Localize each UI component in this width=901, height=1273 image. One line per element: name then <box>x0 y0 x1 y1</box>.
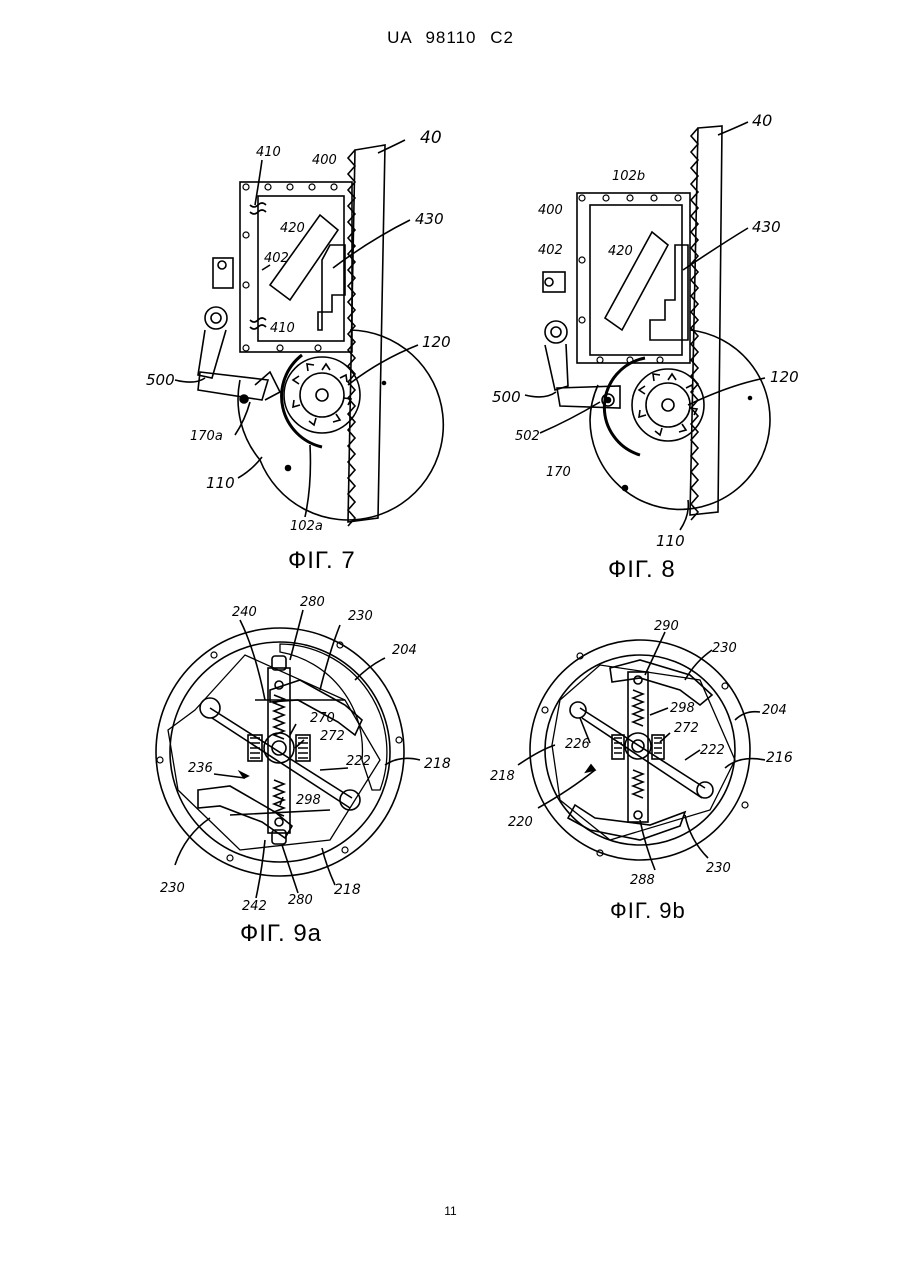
fig8-label-110: 110 <box>656 532 685 550</box>
fig9b-label-218: 218 <box>490 769 515 784</box>
fig7-caption: ФІГ. 7 <box>288 547 356 575</box>
fig7-label-402: 402 <box>264 251 289 266</box>
fig9a-label-218-bottom: 218 <box>334 882 361 898</box>
fig8-label-500: 500 <box>492 388 521 406</box>
fig7-label-430: 430 <box>415 210 444 228</box>
fig8-label-102b: 102b <box>612 169 645 184</box>
fig8-label-40: 40 <box>752 111 772 130</box>
fig9b-label-216: 216 <box>766 750 793 766</box>
fig8-label-170: 170 <box>546 465 571 480</box>
fig8-caption: ФІГ. 8 <box>608 556 676 584</box>
fig9a-label-270: 270 <box>310 711 335 726</box>
fig9b-label-230-top: 230 <box>712 641 737 656</box>
fig9a-label-236: 236 <box>188 761 213 776</box>
fig8-label-120: 120 <box>770 368 799 386</box>
fig9b-label-288: 288 <box>630 873 655 888</box>
fig9b-label-298: 298 <box>670 701 695 716</box>
figure-9a-drawing <box>156 610 420 898</box>
fig9a-label-272: 272 <box>320 729 345 744</box>
fig9b-label-272: 272 <box>674 721 699 736</box>
fig9a-caption: ФІГ. 9a <box>240 920 322 948</box>
fig9a-label-204: 204 <box>392 643 417 658</box>
fig7-label-40: 40 <box>420 128 442 148</box>
fig7-label-400: 400 <box>312 153 337 168</box>
page-number: 11 <box>0 1204 901 1218</box>
fig7-label-102a: 102a <box>290 519 323 534</box>
figure-7-drawing <box>175 140 443 526</box>
fig9a-label-242: 242 <box>242 899 267 914</box>
fig8-label-502: 502 <box>515 429 540 444</box>
fig9a-label-298: 298 <box>296 793 321 808</box>
fig8-label-402: 402 <box>538 243 563 258</box>
fig7-label-120: 120 <box>422 333 451 351</box>
fig7-label-420: 420 <box>280 221 305 236</box>
fig9a-label-280-top: 280 <box>300 595 325 610</box>
fig9b-label-222: 222 <box>700 743 725 758</box>
fig9a-label-230-bottom: 230 <box>160 881 185 896</box>
fig7-label-410b: 410 <box>270 321 295 336</box>
fig9b-label-290: 290 <box>654 619 679 634</box>
fig8-label-430: 430 <box>752 218 781 236</box>
figure-9b-drawing <box>518 632 765 870</box>
fig9b-label-220: 220 <box>508 815 533 830</box>
fig7-label-110: 110 <box>206 474 235 492</box>
fig9b-caption: ФІГ. 9b <box>610 898 686 924</box>
fig7-label-500: 500 <box>146 371 175 389</box>
fig7-label-410a: 410 <box>256 145 281 160</box>
fig9b-label-204: 204 <box>762 703 787 718</box>
fig9a-label-240: 240 <box>232 605 257 620</box>
fig9b-label-226: 226 <box>565 737 590 752</box>
fig9b-label-230-bottom: 230 <box>706 861 731 876</box>
fig9a-label-230-top: 230 <box>348 609 373 624</box>
fig9a-label-280-bottom: 280 <box>288 893 313 908</box>
fig8-label-400: 400 <box>538 203 563 218</box>
fig7-label-170a: 170a <box>190 429 223 444</box>
fig9a-label-222: 222 <box>346 754 371 769</box>
fig9a-label-218-right: 218 <box>424 756 451 772</box>
fig8-label-420: 420 <box>608 244 633 259</box>
